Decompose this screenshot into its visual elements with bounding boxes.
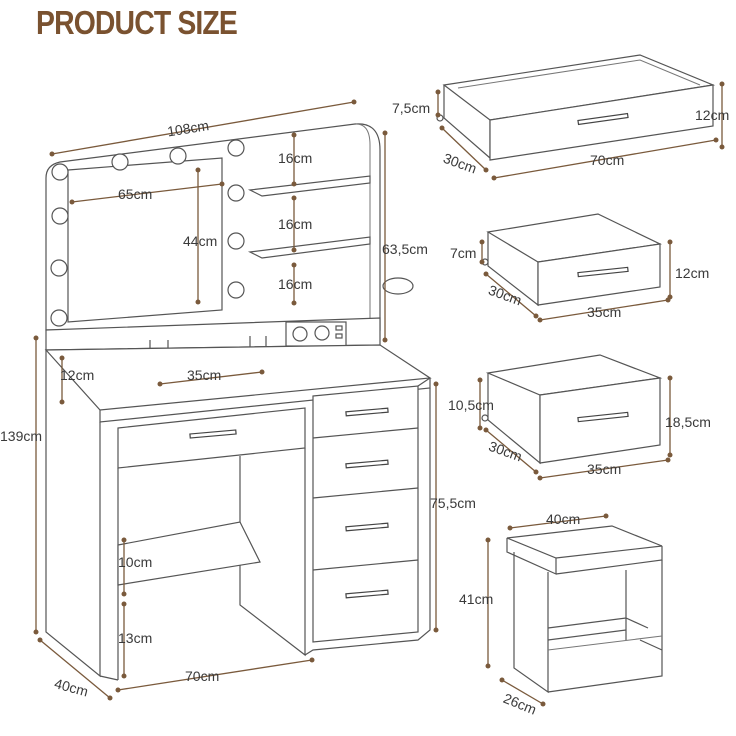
- shelf-gap-bottom-label: 16cm: [278, 276, 312, 292]
- mirror-height-label: 44cm: [183, 233, 217, 249]
- bulb: [50, 309, 68, 327]
- drawer-handle: [345, 522, 389, 532]
- page-title: PRODUCT SIZE: [36, 4, 238, 41]
- small-drawer-depth: 30cm: [486, 282, 524, 309]
- drawer-handle: [345, 407, 389, 417]
- small-drawer-width: 35cm: [587, 304, 621, 320]
- large-drawer-drawing: [436, 54, 716, 161]
- bulb: [227, 139, 245, 157]
- bulb: [51, 163, 69, 181]
- drawer-handle: [577, 411, 629, 423]
- stool-drawing: [506, 525, 663, 694]
- large-drawer-height: 12cm: [695, 107, 729, 123]
- mirror: [67, 157, 223, 323]
- bulb: [227, 184, 245, 202]
- drawer-handle: [189, 429, 237, 439]
- depth-label: 40cm: [53, 675, 90, 699]
- bottom-clearance-label: 13cm: [118, 630, 152, 646]
- cup-holder: [382, 277, 414, 295]
- vanity-bulbs: [50, 139, 245, 327]
- vanity-drawing: [44, 123, 432, 681]
- bulb: [50, 259, 68, 277]
- usb-port: [335, 325, 343, 331]
- shelf-gap-top-label: 16cm: [278, 150, 312, 166]
- tall-drawer-width: 35cm: [587, 461, 621, 477]
- vanity-dimensions: [33, 99, 439, 701]
- small-drawer-drawing: [481, 213, 663, 307]
- stool-seat: [506, 525, 663, 559]
- tall-drawer-depth: 30cm: [487, 438, 525, 465]
- shelf-clearance-label: 10cm: [118, 554, 152, 570]
- tall-drawer-dimensions: 10,5cm 30cm 35cm 18,5cm: [448, 375, 711, 481]
- hutch-panel: [45, 123, 381, 331]
- tall-drawer-drawing: [481, 354, 663, 465]
- small-drawer-front-height: 7cm: [450, 245, 476, 261]
- mirror-width-label: 65cm: [118, 186, 152, 202]
- total-height-label: 139cm: [0, 428, 42, 444]
- usb-port: [335, 333, 343, 339]
- large-drawer-depth: 30cm: [441, 150, 479, 177]
- large-drawer-front-height: 7,5cm: [392, 100, 430, 116]
- bulb: [169, 147, 187, 165]
- bulb: [111, 153, 129, 171]
- shelf-gap-middle-label: 16cm: [278, 216, 312, 232]
- knee-shelf: [117, 521, 261, 586]
- desk-width-label: 70cm: [185, 668, 219, 684]
- bulb: [227, 281, 245, 299]
- bulb: [227, 232, 245, 250]
- hutch-height-label: 63,5cm: [382, 241, 428, 257]
- shelf-upper: [247, 175, 371, 197]
- desk-height-label: 75,5cm: [430, 495, 476, 511]
- small-drawer-height: 12cm: [675, 265, 709, 281]
- cubby-height-label: 12cm: [60, 367, 94, 383]
- tall-drawer-front-height: 10,5cm: [448, 397, 494, 413]
- large-drawer-width: 70cm: [590, 152, 624, 168]
- vanity-labels: 108cm 139cm 40cm 65cm 44cm 16cm 16cm 16c…: [0, 117, 476, 699]
- bulb: [51, 207, 69, 225]
- total-width-label: 108cm: [166, 117, 210, 139]
- cubby-width-label: 35cm: [187, 367, 221, 383]
- drawer-handle: [345, 459, 389, 469]
- drawer-handle: [345, 589, 389, 599]
- stool-width-label: 40cm: [546, 511, 580, 527]
- socket: [292, 326, 308, 342]
- stool-depth-label: 26cm: [501, 690, 539, 718]
- socket: [314, 325, 330, 341]
- stool-height-label: 41cm: [459, 591, 493, 607]
- drawer-stack: [312, 385, 419, 643]
- tall-drawer-height: 18,5cm: [665, 414, 711, 430]
- drawer-handle: [577, 112, 629, 126]
- shelf-lower: [247, 236, 371, 259]
- drawer-handle: [577, 266, 629, 278]
